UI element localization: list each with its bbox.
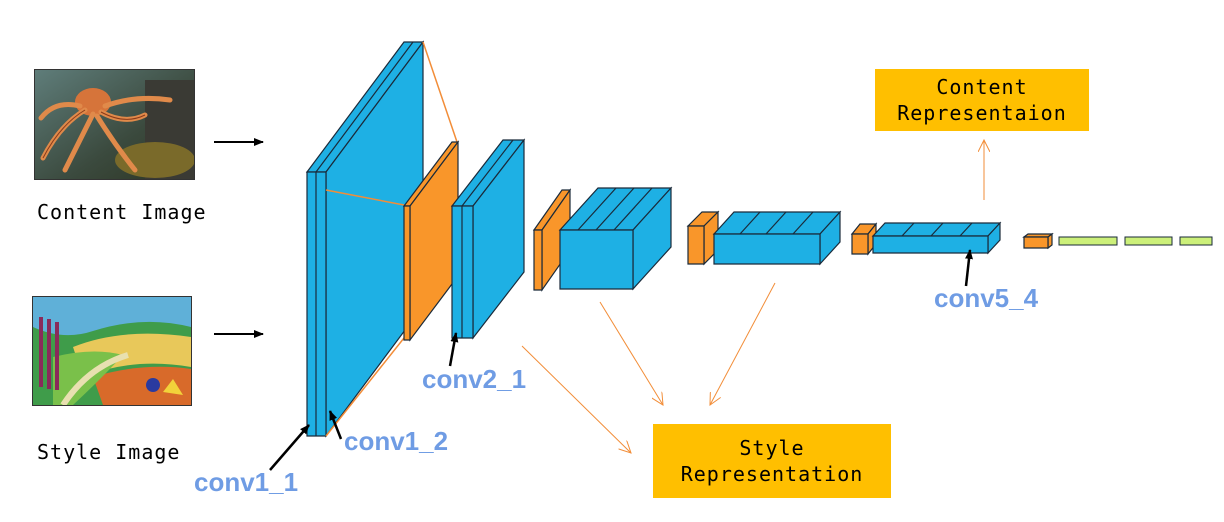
content-representation-line1: Content (936, 75, 1028, 99)
style-image (32, 296, 192, 406)
conv5-block (871, 221, 1002, 255)
conv3-block (558, 186, 673, 291)
conv2-1-label: conv2_1 (422, 364, 527, 394)
conv4-style-arrow (710, 282, 776, 405)
style-image-label: Style Image (37, 440, 181, 464)
fc-layer (1058, 236, 1118, 246)
fc-layer (1179, 236, 1213, 246)
style-representation-box: Style Representation (653, 424, 891, 498)
fc-layer (1124, 236, 1173, 246)
content-representation-line2: Representaion (897, 101, 1067, 125)
conv2-1-pointer (448, 332, 459, 367)
style-representation-line2: Representation (680, 462, 864, 486)
octopus-picture (35, 70, 194, 179)
pool3-block (686, 210, 720, 266)
conv5-4-pointer (964, 249, 973, 287)
conv2-style-arrow (521, 345, 631, 453)
content-representation-box: Content Representaion (875, 69, 1089, 131)
content-image-label: Content Image (37, 200, 207, 224)
content-image (34, 69, 195, 180)
connection-lines (325, 41, 458, 437)
conv1-1-label: conv1_1 (194, 467, 299, 497)
pool2-block (532, 188, 572, 292)
pool1-block (402, 140, 460, 342)
conv2-block (450, 138, 526, 340)
landscape-painting (33, 297, 191, 405)
conv1-block (305, 40, 425, 438)
conv1-2-pointer (328, 410, 343, 440)
pool5-block (1022, 232, 1054, 250)
style-representation-line1: Style (739, 436, 805, 460)
conv1-1-pointer (269, 424, 310, 471)
conv5-4-label: conv5_4 (934, 283, 1039, 313)
conv1-2-label: conv1_2 (344, 426, 449, 456)
conv3-style-arrow (599, 301, 663, 405)
conv4-block (712, 210, 842, 266)
fc-layers (1058, 236, 1213, 246)
